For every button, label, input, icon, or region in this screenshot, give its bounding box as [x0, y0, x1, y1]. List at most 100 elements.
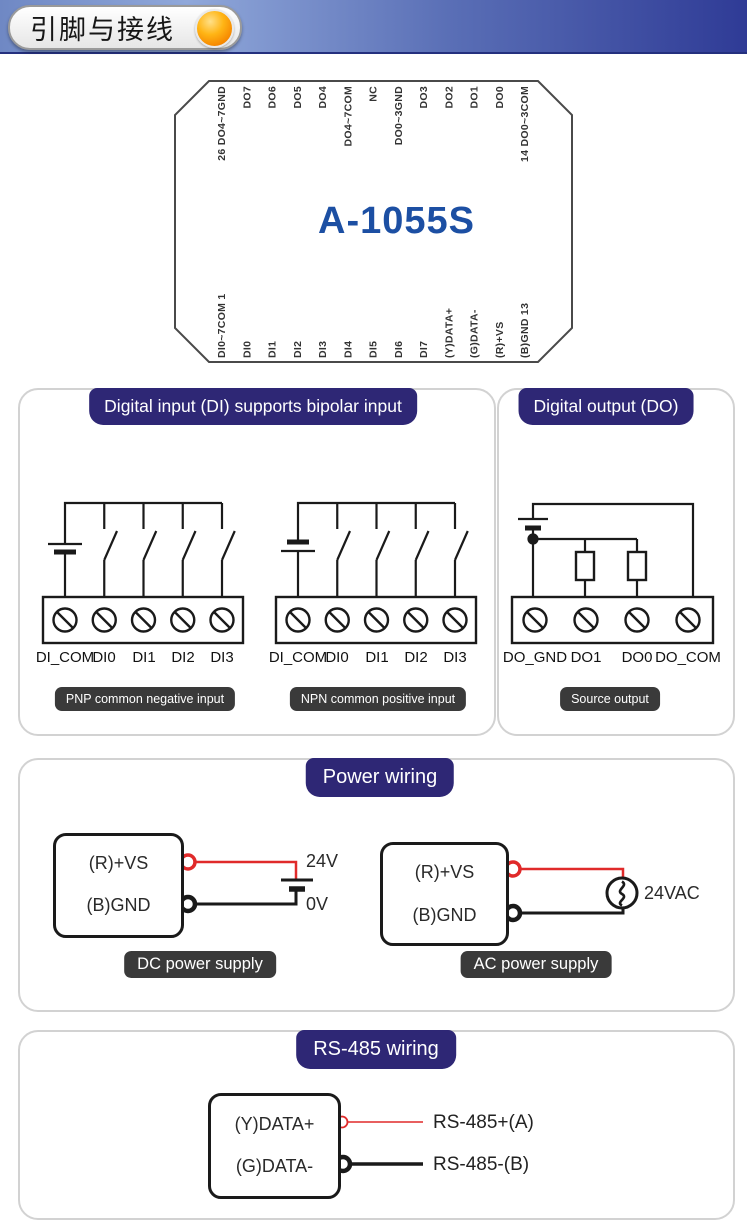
switch-blade-icon [103, 530, 236, 561]
rs485-wires [333, 1115, 423, 1174]
source-output-caption: Source output [560, 687, 660, 711]
ac-supply-wires [503, 860, 639, 923]
power-panel-title: Power wiring [305, 758, 455, 797]
banner: 引脚与接线 [0, 0, 747, 54]
negative-wire [195, 889, 298, 906]
do-panel [497, 388, 735, 736]
npn-caption: NPN common positive input [289, 687, 467, 711]
wire [531, 502, 695, 597]
terminal-label: DI1 [365, 649, 389, 666]
terminal-label: DI1 [132, 649, 156, 666]
positive-wire [195, 860, 298, 880]
chip-model-text: A-1055S [318, 200, 475, 242]
switch-bottom-wires [103, 560, 224, 597]
source-output-circuit [510, 502, 715, 645]
chip-bottom-pin-labels: DI0~7COM 1 DI0 DI1 DI2 DI3 DI4 DI5 DI6 D… [216, 293, 531, 358]
di-circuits-drawing [41, 501, 478, 645]
rs485-line-b-label: RS-485-(B) [433, 1154, 530, 1175]
switch-top-stubs [336, 503, 457, 529]
pin-label: (B)GND 13 [519, 303, 531, 358]
pin-label: DO0~3GND [393, 86, 405, 145]
terminal-block [274, 595, 478, 645]
module-pin-label: (Y)DATA+ [234, 1114, 315, 1134]
negative-wire [520, 908, 625, 915]
dc-plus-voltage-label: 24V [306, 851, 339, 871]
dc-supply-wires [178, 853, 313, 914]
module-pin-label: (G)DATA- [235, 1156, 314, 1176]
pin-label: 26 DO4~7GND [216, 86, 228, 161]
pin-label: DO6 [267, 86, 279, 109]
rs485-wiring-drawing [333, 1115, 423, 1174]
pin-label: DI2 [292, 341, 304, 358]
pin-label: DO5 [292, 86, 304, 109]
rs485-module-box: (Y)DATA+ (G)DATA- [208, 1093, 341, 1199]
dc-module-box: (R)+VS (B)GND [53, 833, 184, 938]
terminal-label: DI3 [443, 649, 467, 666]
dc-minus-voltage-label: 0V [306, 894, 329, 914]
sine-symbol-icon [618, 880, 626, 907]
switch-blade-icon [336, 530, 469, 561]
wire [296, 501, 455, 540]
terminal-block [510, 595, 715, 645]
pin-label: 14 DO0~3COM [519, 86, 531, 162]
dc-caption: DC power supply [124, 951, 276, 978]
resistor-leads [583, 539, 639, 597]
pin-label: DI5 [368, 341, 380, 358]
module-pin-label: (R)+VS [414, 862, 475, 882]
page-title: 引脚与接线 [30, 15, 175, 45]
pin-label: (G)DATA- [469, 309, 481, 358]
wire [63, 501, 222, 544]
chip-outline [174, 80, 573, 363]
positive-wire [520, 867, 625, 878]
terminal-label: DO_COM [655, 649, 721, 666]
rs485-line-a-label: RS-485+(A) [433, 1112, 534, 1133]
resistor-icon [626, 550, 648, 582]
di-panel-title: Digital input (DI) supports bipolar inpu… [89, 388, 417, 425]
pin-label: DO4 [317, 86, 329, 109]
pin-label: (R)+VS [494, 321, 506, 358]
pin-label: DI0 [241, 341, 253, 358]
pin-label: DI6 [393, 341, 405, 358]
switch-top-stubs [103, 503, 224, 529]
pin-label: DO0 [494, 86, 506, 109]
module-pin-label: (R)+VS [88, 853, 149, 873]
pnp-caption: PNP common negative input [54, 687, 236, 711]
pin-label: (Y)DATA+ [443, 308, 455, 358]
chip-pinout-diagram: 26 DO4~7GND DO7 DO6 DO5 DO4 DO4~7COM NC … [174, 80, 573, 363]
terminal-label: DI0 [92, 649, 116, 666]
chip-top-pin-labels: 26 DO4~7GND DO7 DO6 DO5 DO4 DO4~7COM NC … [216, 86, 531, 162]
pin-label: DO1 [469, 86, 481, 109]
terminal-label: DI2 [404, 649, 428, 666]
ac-source-icon [605, 876, 639, 910]
terminal-label: DI_COM [35, 649, 95, 666]
power-wiring-drawing [178, 853, 639, 923]
banner-pill: 引脚与接线 [8, 5, 242, 50]
pin-label: NC [368, 86, 380, 102]
do-circuit-drawing [510, 502, 715, 645]
ac-voltage-label: 24VAC [644, 883, 700, 903]
pin-label: DI3 [317, 341, 329, 358]
pnp-circuit [41, 501, 245, 645]
resistor-icon [574, 550, 596, 582]
screw-terminal-icons [522, 607, 701, 633]
screw-terminal-icons [285, 607, 468, 633]
npn-circuit [274, 501, 478, 645]
do-panel-title: Digital output (DO) [518, 388, 694, 425]
screw-terminal-icons [52, 607, 235, 633]
terminal-label: DI0 [325, 649, 349, 666]
terminal-block [41, 595, 245, 645]
module-pin-label: (B)GND [86, 895, 151, 915]
pin-label: DI7 [418, 341, 430, 358]
module-pin-label: (B)GND [412, 905, 477, 925]
ac-module-box: (R)+VS (B)GND [380, 842, 509, 946]
rs485-panel-title: RS-485 wiring [296, 1030, 456, 1069]
ac-caption: AC power supply [460, 951, 612, 978]
pin-label: DO2 [443, 86, 455, 109]
terminal-label: DO0 [621, 649, 653, 666]
terminal-label: DI3 [210, 649, 234, 666]
terminal-label: DO1 [570, 649, 602, 666]
pin-label: DO3 [418, 86, 430, 109]
switch-bottom-wires [336, 560, 457, 597]
pin-label: DI0~7COM 1 [216, 293, 228, 358]
